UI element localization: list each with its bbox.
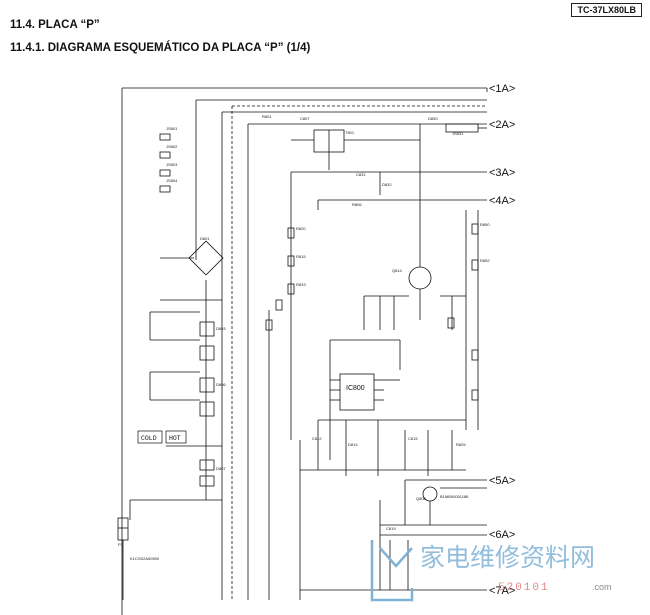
- component-label: D807: [216, 466, 226, 471]
- watermark: 家电维修资料网 520101 .com: [370, 540, 612, 602]
- watermark-url: .com: [592, 582, 612, 592]
- cold-box: [137, 430, 163, 444]
- connector-1a: <1A>: [489, 83, 515, 95]
- ic-main-label: IC800: [346, 385, 365, 392]
- connector-4a: <4A>: [489, 195, 515, 207]
- component-label: R820: [296, 226, 306, 231]
- component-label: JS802: [166, 144, 178, 149]
- component-label: D803: [216, 326, 226, 331]
- q-top-label: Q814: [392, 268, 403, 273]
- component-label: K1CG02A00590: [130, 556, 160, 561]
- component-label: R825: [456, 442, 466, 447]
- connector-6a: <6A>: [489, 529, 515, 541]
- component-label: C819: [386, 526, 396, 531]
- connector-7a: <7A>: [489, 585, 515, 597]
- component-label: R833: [296, 282, 306, 287]
- component-label: C812: [312, 436, 322, 441]
- component-label: R806: [352, 202, 362, 207]
- cold-label: COLD: [141, 435, 157, 442]
- p1-label: P1: [118, 542, 124, 547]
- connector-5a: <5A>: [489, 475, 515, 487]
- component-label: C807: [300, 116, 310, 121]
- hot-box: [165, 430, 187, 444]
- section-title: 11.4. PLACA “P”: [10, 19, 100, 31]
- component-label: D814: [348, 442, 358, 447]
- model-tag: TC-37LX80LB: [571, 3, 642, 17]
- connector-2a: <2A>: [489, 119, 515, 131]
- component-label: JS831: [452, 131, 464, 136]
- component-label: B1MB00001186: [440, 494, 469, 499]
- component-label: R852: [480, 258, 490, 263]
- component-label: R801: [262, 114, 272, 119]
- subsection-title: 11.4.1. DIAGRAMA ESQUEMÁTICO DA PLACA “P…: [10, 42, 311, 54]
- component-label: JS804: [166, 178, 178, 183]
- watermark-number: 520101: [498, 582, 550, 594]
- component-label: D832: [382, 182, 392, 187]
- component-label: D806: [216, 382, 226, 387]
- component-label: D830: [428, 116, 438, 121]
- component-label: JS801: [166, 126, 178, 131]
- component-label: T801: [345, 130, 355, 135]
- connector-3a: <3A>: [489, 167, 515, 179]
- q-bottom-label: Q808: [416, 496, 427, 501]
- component-label: R850: [480, 222, 490, 227]
- component-label: R815: [296, 254, 306, 259]
- component-label: D801: [200, 236, 210, 241]
- component-label: C815: [408, 436, 418, 441]
- component-label: JS803: [166, 162, 178, 167]
- watermark-text: 家电维修资料网: [420, 543, 595, 572]
- component-label: C831: [356, 172, 366, 177]
- hot-label: HOT: [169, 435, 181, 442]
